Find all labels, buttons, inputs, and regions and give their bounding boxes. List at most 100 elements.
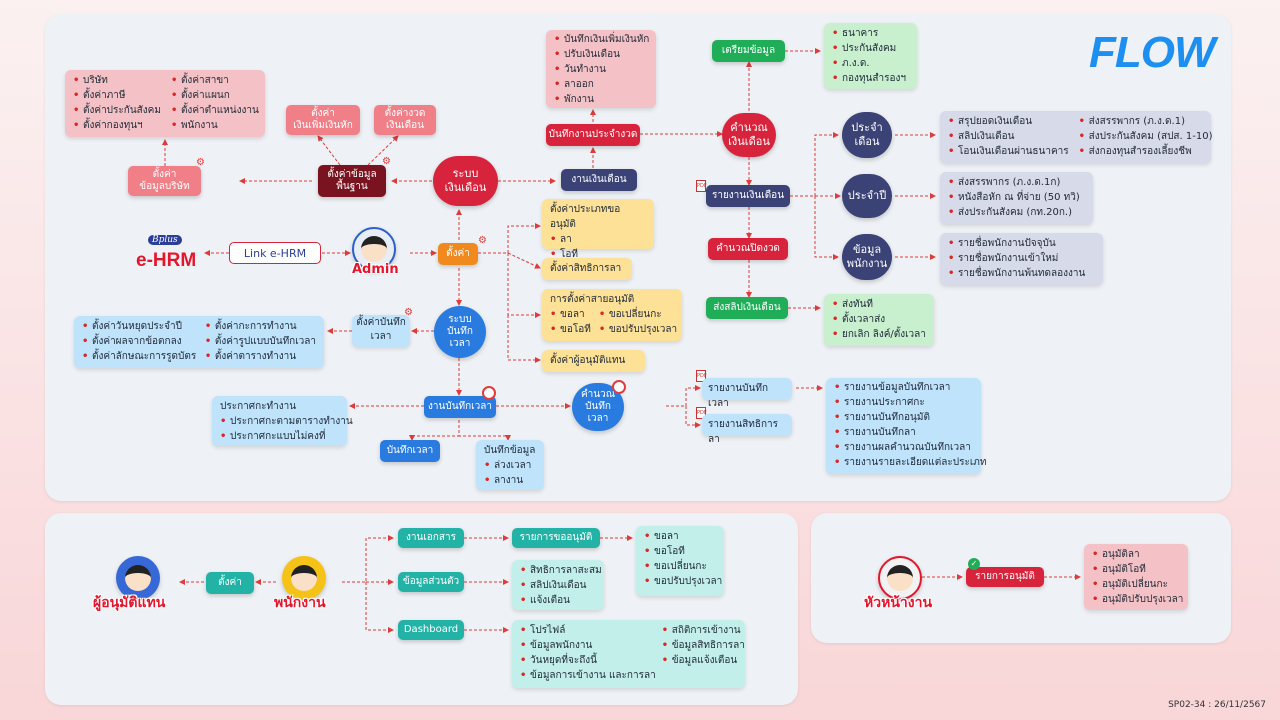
personal-items: สิทธิการลาสะสม สลิปเงินเดือน แจ้งเตือน <box>512 560 604 610</box>
node-label: คำนวณ บันทึก เวลา <box>580 389 616 424</box>
list-item: รายงานผลคำนวณบันทึกเวลา <box>834 440 973 455</box>
time-work-node[interactable]: งานบันทึกเวลา <box>424 396 496 418</box>
ehrm-script: Bplus <box>148 235 182 245</box>
list-item: ตั้งค่าสาขา <box>171 73 259 88</box>
list-item: รายชื่อพนักงานปัจจุบัน <box>948 236 1095 251</box>
time-report-node[interactable]: รายงานบันทึกเวลา <box>702 378 792 409</box>
node-label: รายการขออนุมัติ <box>519 532 593 543</box>
node-label: ตั้งค่า ข้อมูลบริษัท <box>139 169 190 192</box>
employee-setting-node[interactable]: ตั้งค่า <box>206 572 254 594</box>
node-label: ตั้งค่า <box>446 248 470 259</box>
list-item: รายงานรายละเอียดแต่ละประเภท <box>834 455 986 470</box>
request-items: ขอลา ขอโอที ขอเปลี่ยนกะ ขอปรับปรุงเวลา <box>636 526 724 596</box>
leave-report-node[interactable]: รายงานสิทธิการลา <box>702 414 792 445</box>
income-setting-node[interactable]: ตั้งค่า เงินเพิ่มเงินหัก <box>286 105 360 135</box>
list-item: รายงานข้อมูลบันทึกเวลา <box>834 380 973 395</box>
settings-node[interactable]: ตั้งค่า <box>438 243 478 265</box>
employee-info-node[interactable]: ข้อมูล พนักงาน <box>842 234 892 280</box>
list-item: ข้อมูลแจ้งเตือน <box>662 653 745 668</box>
calc-salary-node[interactable]: คำนวณ เงินเดือน <box>722 113 776 157</box>
list-item: ตั้งค่าแผนก <box>171 88 259 103</box>
node-label: รายงานบันทึกเวลา <box>708 383 769 409</box>
list-item: สลิปเงินเดือน <box>948 129 1069 144</box>
daily-work-node[interactable]: บันทึกงานประจำงวด <box>546 124 640 146</box>
monthly-node[interactable]: ประจำ เดือน <box>842 112 892 158</box>
list-item: รายงานบันทึกอนุมัติ <box>834 410 973 425</box>
list-item: สถิติการเข้างาน <box>662 623 745 638</box>
node-label: ตั้งค่า เงินเพิ่มเงินหัก <box>293 108 353 131</box>
salary-report-node[interactable]: รายงานเงินเดือน <box>706 185 790 207</box>
personal-node[interactable]: ข้อมูลส่วนตัว <box>398 572 464 592</box>
manager-avatar <box>878 556 922 600</box>
list-item: ตั้งค่าลักษณะการรูดบัตร <box>82 349 197 364</box>
substitute-role: ผู้อนุมัติแทน <box>93 595 166 611</box>
admin-role: Admin <box>352 262 399 277</box>
time-system-node[interactable]: ระบบ บันทึก เวลา <box>434 306 486 358</box>
list-item: วันทำงาน <box>554 62 648 77</box>
shift-announce-box[interactable]: ประกาศกะทำงาน ประกาศกะตามตารางทำงาน ประก… <box>212 396 353 446</box>
node-label: ตั้งค่าข้อมูล พื้นฐาน <box>327 169 377 192</box>
list-item: ตั้งค่าตำแหน่งงาน <box>171 103 259 118</box>
list-item: ล่วงเวลา <box>484 458 536 473</box>
box-title: ตั้งค่าประเภทขออนุมัติ <box>550 204 621 230</box>
send-slip-node[interactable]: ส่งสลิปเงินเดือน <box>706 297 788 319</box>
payroll-work-node[interactable]: งานเงินเดือน <box>561 169 637 191</box>
employee-list: รายชื่อพนักงานปัจจุบัน รายชื่อพนักงานเข้… <box>940 233 1103 285</box>
time-setting-node[interactable]: ตั้งค่าบันทึก เวลา <box>352 315 410 347</box>
gear-icon: ⚙ <box>196 157 205 168</box>
time-setting-list: ตั้งค่าวันหยุดประจำปี ตั้งค่าผลจากข้อตกล… <box>74 316 324 368</box>
list-item: บันทึกเงินเพิ่มเงินหัก <box>554 32 649 47</box>
list-item: ขอเปลี่ยนกะ <box>599 307 677 322</box>
node-label: ข้อมูล พนักงาน <box>846 243 888 270</box>
list-item: ยกเลิก ลิงค์/ตั้งเวลา <box>832 327 926 342</box>
link-ehrm-button[interactable]: Link e-HRM <box>229 242 321 264</box>
documents-node[interactable]: งานเอกสาร <box>398 528 464 548</box>
list-item: ลา <box>550 232 646 247</box>
payroll-system-node[interactable]: ระบบ เงินเดือน <box>433 156 498 206</box>
box-title: ตั้งค่าผู้อนุมัติแทน <box>550 355 626 366</box>
request-list-node[interactable]: รายการขออนุมัติ <box>512 528 600 548</box>
basic-data-node[interactable]: ตั้งค่าข้อมูล พื้นฐาน <box>318 165 386 197</box>
record-time-node[interactable]: บันทึกเวลา <box>380 440 440 462</box>
box-title: การตั้งค่าสายอนุมัติ <box>550 294 635 305</box>
node-label: ส่งสลิปเงินเดือน <box>713 302 781 313</box>
list-item: ลางาน <box>484 473 536 488</box>
list-item: ประกาศกะตามตารางทำงาน <box>220 414 353 429</box>
gear-icon: ⚙ <box>478 235 487 246</box>
box-title: ตั้งค่าสิทธิการลา <box>550 263 622 274</box>
node-label: ข้อมูลส่วนตัว <box>402 576 460 587</box>
list-item: รายชื่อพนักงานเข้าใหม่ <box>948 251 1095 266</box>
record-data-box[interactable]: บันทึกข้อมูล ล่วงเวลา ลางาน <box>476 440 544 490</box>
list-item: ตั้งเวลาส่ง <box>832 312 926 327</box>
leave-type-box[interactable]: ตั้งค่าประเภทขออนุมัติ ลา โอที <box>542 199 654 262</box>
list-item: อนุมัติลา <box>1092 547 1180 562</box>
node-label: งานบันทึกเวลา <box>428 401 492 412</box>
node-label: รายงานสิทธิการลา <box>708 419 779 445</box>
prepare-node[interactable]: เตรียมข้อมูล <box>712 40 785 62</box>
yearly-node[interactable]: ประจำปี <box>842 174 892 218</box>
list-item: บริษัท <box>73 73 161 88</box>
gear-icon: ⚙ <box>404 307 413 318</box>
node-label: รายการอนุมัติ <box>975 571 1035 582</box>
period-setting-node[interactable]: ตั้งค่างวด เงินเดือน <box>374 105 436 135</box>
list-item: หนังสือหัก ณ ที่จ่าย (50 ทวิ) <box>948 190 1085 205</box>
approval-list-node[interactable]: รายการอนุมัติ <box>966 567 1044 587</box>
close-period-node[interactable]: คำนวณปิดงวด <box>708 238 788 260</box>
substitute-box[interactable]: ตั้งค่าผู้อนุมัติแทน <box>542 350 645 372</box>
approval-line-box[interactable]: การตั้งค่าสายอนุมัติ ขอลา ขอโอที ขอเปลี่… <box>542 289 682 341</box>
list-item: ธนาคาร <box>832 26 909 41</box>
list-item: อนุมัติเปลี่ยนกะ <box>1092 577 1180 592</box>
node-label: Dashboard <box>403 624 459 635</box>
list-item: ตั้งค่าวันหยุดประจำปี <box>82 319 197 334</box>
ehrm-logo: e-HRM <box>136 250 197 271</box>
monthly-list: สรุปยอดเงินเดือน สลิปเงินเดือน โอนเงินเด… <box>940 111 1212 163</box>
list-item: ส่งสรรพากร (ภ.ง.ด.1ก) <box>948 175 1085 190</box>
dashboard-node[interactable]: Dashboard <box>398 620 464 640</box>
leave-rights-box[interactable]: ตั้งค่าสิทธิการลา <box>542 258 632 280</box>
list-item: รายงานประกาศกะ <box>834 395 973 410</box>
list-item: ประกาศกะแบบไม่คงที่ <box>220 429 339 444</box>
company-settings-node[interactable]: ตั้งค่า ข้อมูลบริษัท <box>128 166 201 196</box>
list-item: ขอปรับปรุงเวลา <box>644 574 722 589</box>
slip-list: ส่งทันที ตั้งเวลาส่ง ยกเลิก ลิงค์/ตั้งเว… <box>824 294 934 346</box>
